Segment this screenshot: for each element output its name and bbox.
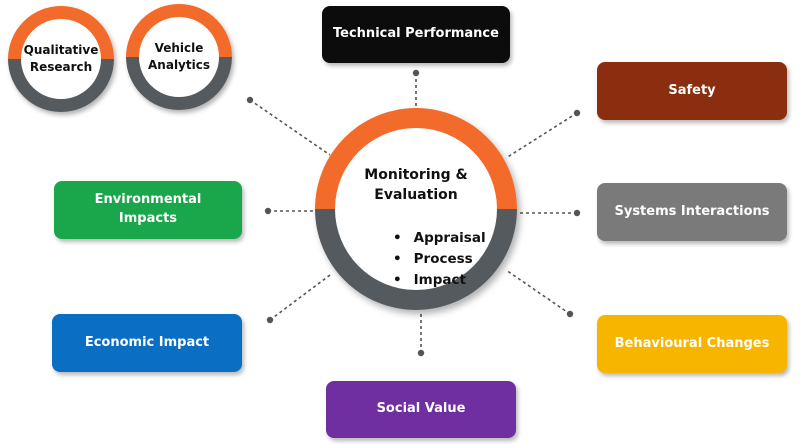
qualitative-label-line2: Research xyxy=(29,60,93,74)
vehicle-label-line1: Vehicle xyxy=(154,40,204,55)
environmental-impacts-box: Environmental Impacts xyxy=(54,181,242,239)
connector-qualitative xyxy=(249,99,331,156)
safety-box: Safety xyxy=(597,62,787,120)
hub-item-process: Process xyxy=(393,249,486,270)
social-value-box: Social Value xyxy=(326,381,516,438)
connector-dot xyxy=(573,109,581,117)
connector-dot xyxy=(573,209,581,217)
vehicle-label-line2: Analytics xyxy=(148,58,210,72)
qualitative-research-badge: Qualitative Research xyxy=(8,6,114,112)
qualitative-label-line1: Qualitative xyxy=(23,42,99,57)
connector-dot xyxy=(417,349,425,357)
environmental-label-line1: Environmental xyxy=(94,192,202,208)
connector-economic xyxy=(269,274,331,321)
connector-dot xyxy=(264,207,272,215)
connector-dot xyxy=(246,96,254,104)
connector-behavioural xyxy=(505,269,571,315)
connector-dot xyxy=(412,69,420,77)
environmental-label-line2: Impacts xyxy=(118,211,178,226)
economic-impact-box: Economic Impact xyxy=(52,314,242,372)
connector-dot xyxy=(566,310,574,318)
hub-title: Monitoring & Evaluation xyxy=(335,166,497,205)
connector-dot xyxy=(266,316,274,324)
technical-performance-box: Technical Performance xyxy=(322,6,510,63)
vehicle-analytics-badge: Vehicle Analytics xyxy=(126,4,232,110)
hub-title-line1: Monitoring & xyxy=(364,167,468,183)
connector-safety xyxy=(505,112,578,159)
hub-item-appraisal: Appraisal xyxy=(393,228,486,249)
hub-item-impact: Impact xyxy=(393,270,486,291)
monitoring-evaluation-hub: Monitoring & Evaluation Appraisal Proces… xyxy=(315,108,517,310)
systems-interactions-box: Systems Interactions xyxy=(597,183,787,241)
hub-title-line2: Evaluation xyxy=(374,186,458,203)
hub-list: Appraisal Process Impact xyxy=(393,228,486,291)
behavioural-changes-box: Behavioural Changes xyxy=(597,315,787,373)
